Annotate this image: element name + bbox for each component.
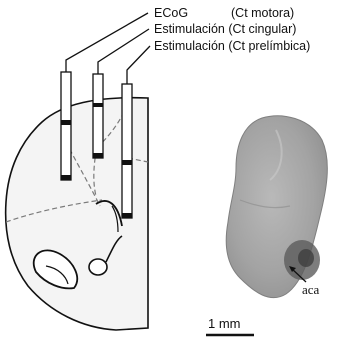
aca-label: aca [302,282,320,297]
electrode-leads [66,13,150,84]
scale-bar-label: 1 mm [208,316,241,331]
stim-prelimbica-label: Estimulación (Ct prelímbica) [154,39,310,53]
electrode-prelimbica [122,84,132,218]
stim-cingular-label: Estimulación (Ct cingular) [154,22,296,36]
electrode-cingular [93,74,103,158]
ecog-label: ECoG [154,6,188,20]
electrode-ecog [61,72,71,180]
histology-section [226,116,327,298]
ecog-region-label: (Ct motora) [231,6,294,20]
